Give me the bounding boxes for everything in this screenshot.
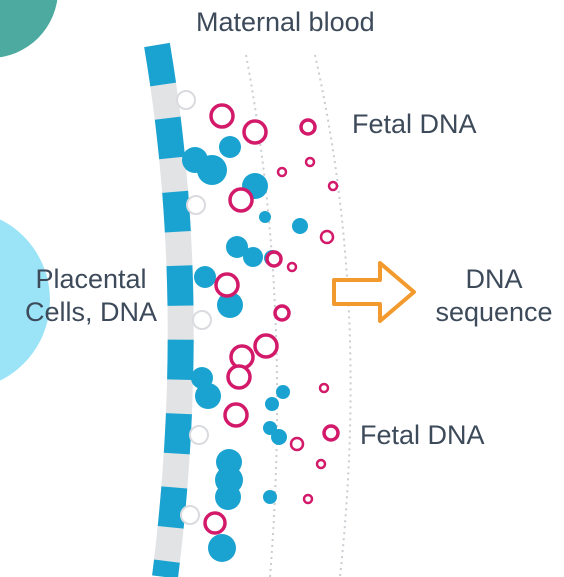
fetal-dna-fragment-icon	[324, 426, 338, 440]
fetal-dna-fragment-icon	[244, 121, 266, 143]
fetal-dna-fragment-icon	[211, 105, 233, 127]
dna-sequence-label: DNA sequence	[424, 263, 564, 329]
particles	[182, 105, 338, 562]
placental-cells-label: Placental Cells, DNA	[15, 263, 167, 329]
fetal-dna-fragment-icon	[225, 404, 247, 426]
fetal-dna-fragment-icon	[216, 274, 238, 296]
placental-cell-icon	[219, 136, 241, 158]
fetal-dna-fragment-icon	[230, 189, 252, 211]
fetal-dna-label-bottom: Fetal DNA	[360, 419, 485, 452]
placental-cell-icon	[263, 490, 277, 504]
placental-cell-icon	[263, 421, 277, 435]
placental-label-line1: Placental	[15, 263, 167, 296]
placental-cell-icon	[276, 385, 290, 399]
fetal-dna-fragment-icon	[278, 168, 286, 176]
placental-cell-icon	[265, 397, 279, 411]
placental-cell-icon	[243, 247, 263, 267]
sequence-label-line1: DNA	[424, 263, 564, 296]
fetal-dna-fragment-icon	[288, 263, 296, 271]
sequence-label-line2: sequence	[424, 296, 564, 329]
fetal-dna-fragment-icon	[321, 231, 333, 243]
fetal-dna-fragment-icon	[205, 513, 225, 533]
fetal-dna-fragment-icon	[291, 438, 303, 450]
fetal-dna-fragment-icon	[306, 158, 314, 166]
placental-cell-icon	[208, 534, 236, 562]
placental-label-line2: Cells, DNA	[15, 296, 167, 329]
dotted-boundary-2	[315, 55, 351, 577]
placental-cell-icon	[191, 367, 213, 389]
maternal-blood-label: Maternal blood	[196, 6, 375, 39]
fetal-dna-fragment-icon	[317, 460, 325, 468]
fetal-dna-fragment-icon	[329, 182, 337, 190]
right-arrow-icon	[334, 263, 414, 321]
fetal-dna-fragment-icon	[304, 495, 312, 503]
fetal-dna-label-top: Fetal DNA	[352, 108, 477, 141]
placental-cell-icon	[215, 484, 241, 510]
fetal-dna-fragment-icon	[255, 335, 277, 357]
placental-cell-icon	[197, 155, 227, 185]
fetal-dna-fragment-icon	[228, 366, 250, 388]
placental-cell-icon	[292, 218, 308, 234]
placental-cell-icon	[194, 266, 216, 288]
placental-cell-icon	[259, 211, 271, 223]
fetal-dna-fragment-icon	[301, 120, 315, 134]
fetal-dna-fragment-icon	[275, 306, 289, 320]
fetal-dna-fragment-icon	[267, 252, 281, 266]
corner-teal-circle	[0, 0, 58, 58]
fetal-dna-fragment-icon	[320, 384, 328, 392]
